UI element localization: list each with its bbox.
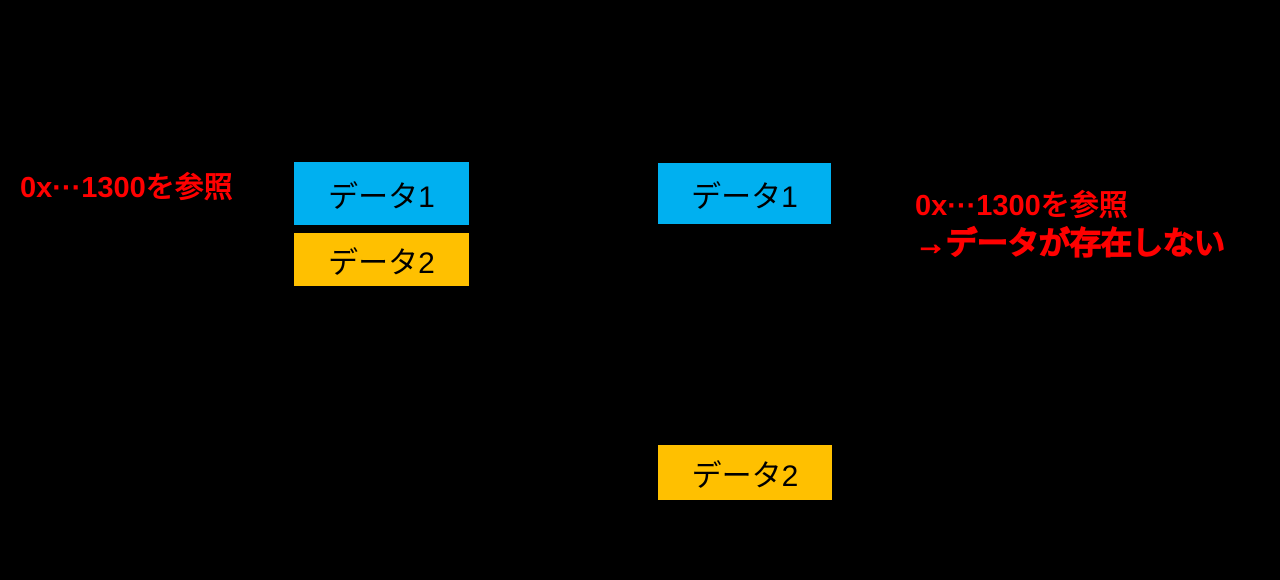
right-data2-label: データ2 [691,459,799,493]
left-data2-label: データ2 [328,246,435,280]
left-reference-annotation: 0x···1300を参照 [20,172,233,204]
right-annotation-line1: 0x···1300を参照 [915,190,1128,222]
right-data1-box: データ1 [656,161,833,226]
left-data2-box: データ2 [292,231,471,288]
right-data2-box: データ2 [656,443,834,502]
right-data1-label: データ1 [691,180,798,214]
right-reference-annotation: 0x···1300を参照 →データが存在しない [914,188,1225,262]
right-annotation-line2: →データが存在しない [914,225,1225,261]
left-data1-label: データ1 [328,180,435,214]
left-data1-box: データ1 [292,160,471,227]
